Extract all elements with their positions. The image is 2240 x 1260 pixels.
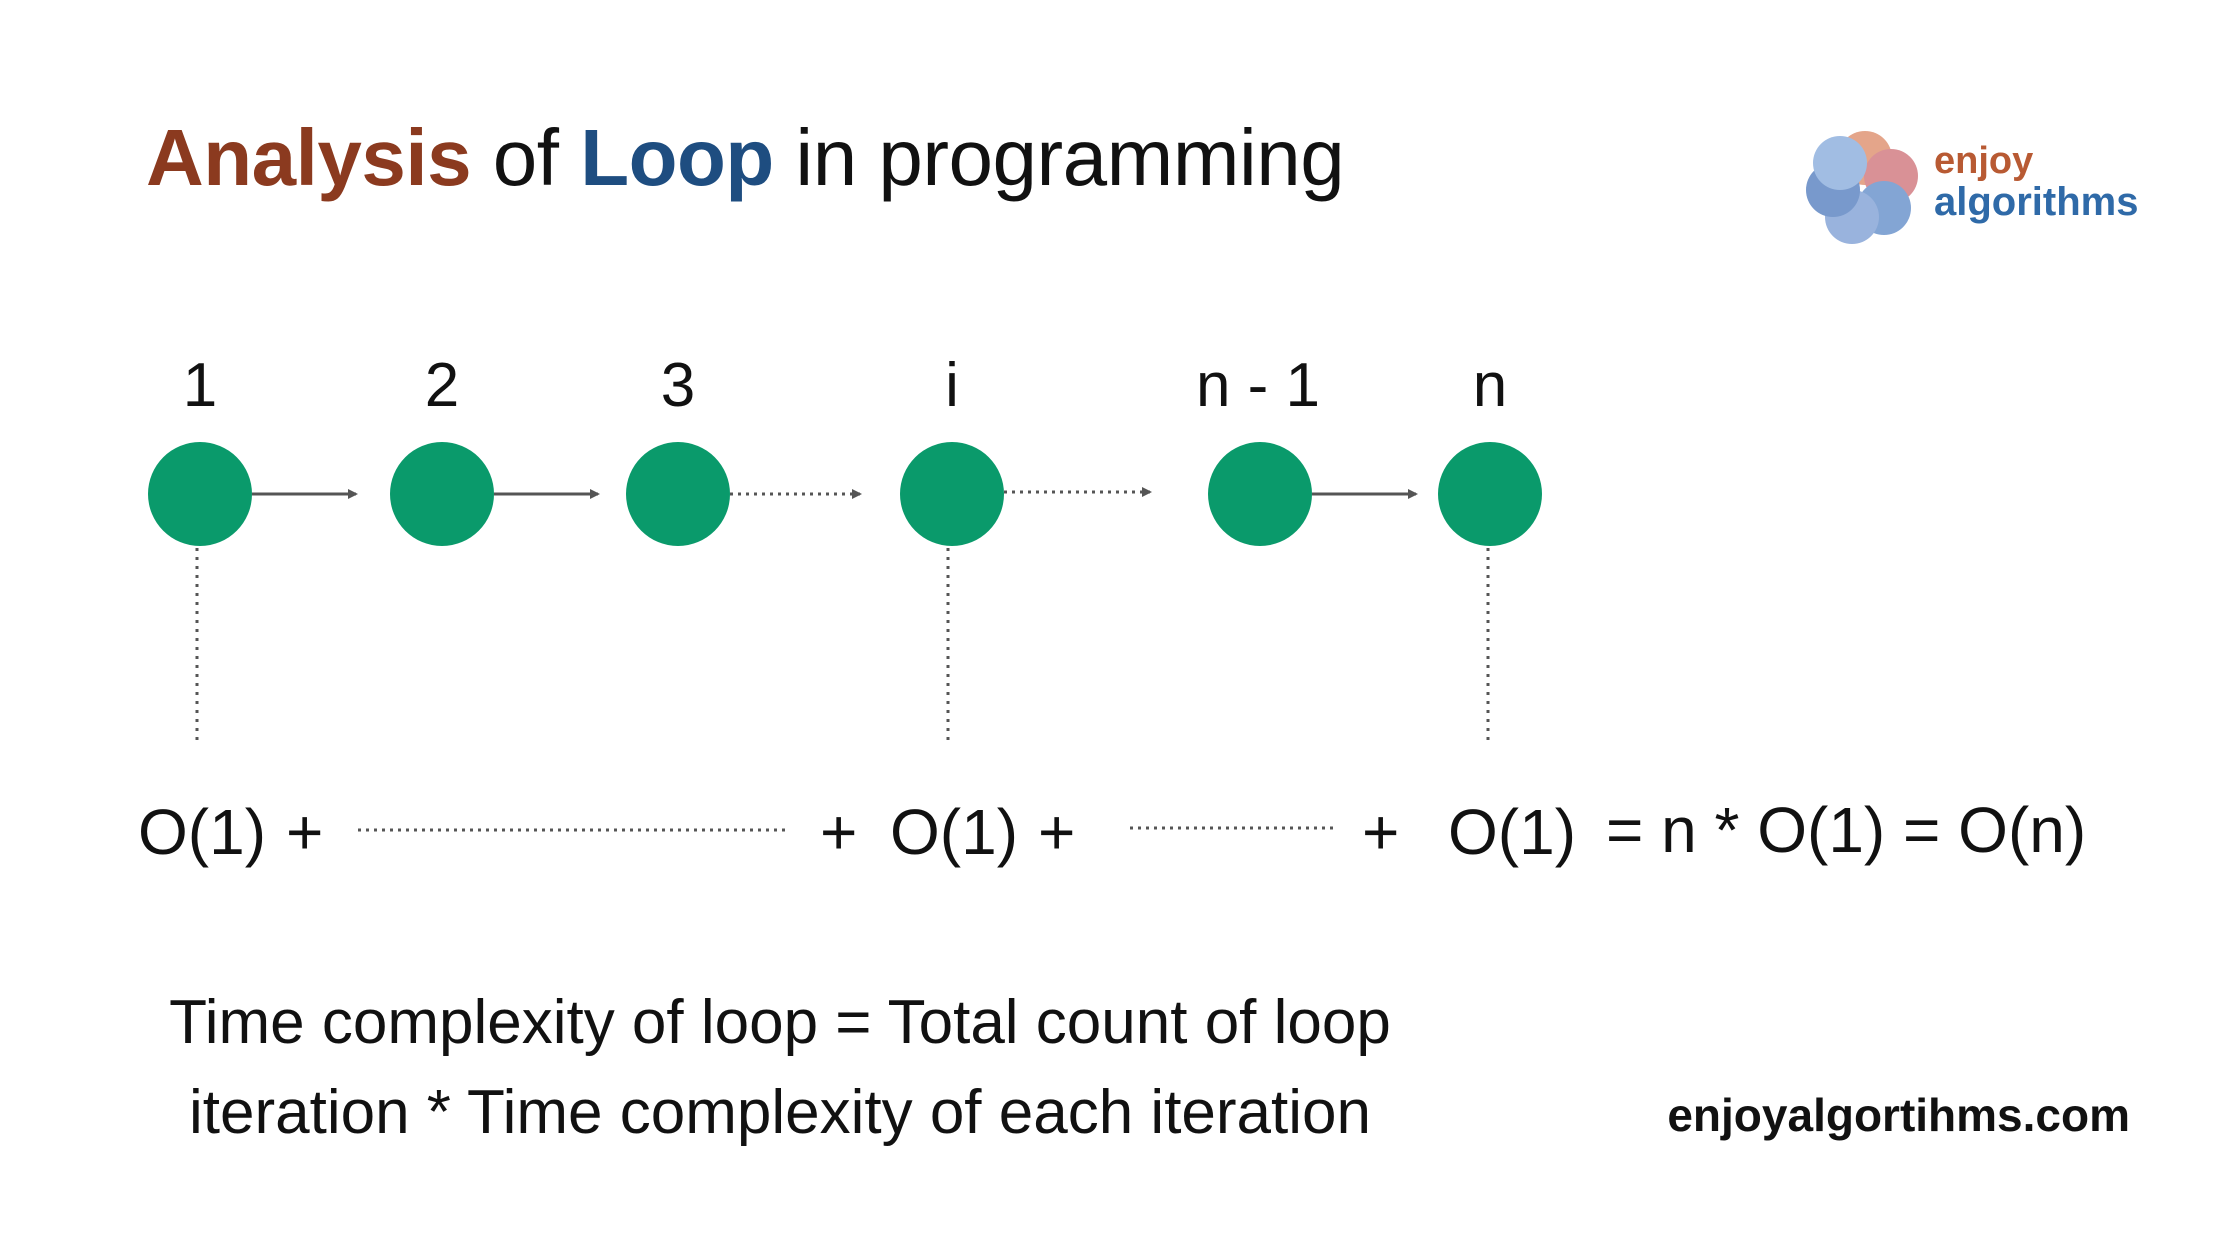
node-label-i: i <box>945 351 959 420</box>
node-label-2: 2 <box>425 351 459 420</box>
logo: enjoy algorithms <box>1800 120 2140 260</box>
drop-lines <box>195 548 1490 740</box>
node-labels: 1 2 3 i n - 1 n <box>183 351 1507 420</box>
title-loop: Loop <box>580 113 774 202</box>
logo-text: enjoy algorithms <box>1934 142 2138 222</box>
node-i <box>900 442 1004 546</box>
formula-dotted-gaps <box>358 826 1334 832</box>
iteration-nodes <box>148 442 1542 546</box>
node-3 <box>626 442 730 546</box>
iteration-arrows <box>252 487 1418 499</box>
summary-text: Time complexity of loop = Total count of… <box>90 978 1470 1158</box>
title-analysis: Analysis <box>146 113 472 202</box>
node-label-n: n <box>1473 351 1507 420</box>
node-n-minus-1 <box>1208 442 1312 546</box>
summary-line-1: Time complexity of loop = Total count of… <box>169 988 1391 1057</box>
website-url: enjoyalgortihms.com <box>1667 1089 2130 1141</box>
summary-line-2: iteration * Time complexity of each iter… <box>189 1078 1371 1147</box>
node-n <box>1438 442 1542 546</box>
node-1 <box>148 442 252 546</box>
title-of: of <box>471 113 581 202</box>
title-in-programming: in programming <box>773 113 1345 202</box>
page-title: Analysis of Loop in programming <box>146 118 1345 198</box>
node-label-1: 1 <box>183 351 217 420</box>
node-2 <box>390 442 494 546</box>
logo-line-enjoy: enjoy <box>1934 140 2034 182</box>
node-label-n-minus-1: n - 1 <box>1196 351 1320 420</box>
node-label-3: 3 <box>661 351 695 420</box>
logo-flower-icon <box>1806 131 1918 244</box>
logo-line-algorithms: algorithms <box>1934 180 2139 224</box>
